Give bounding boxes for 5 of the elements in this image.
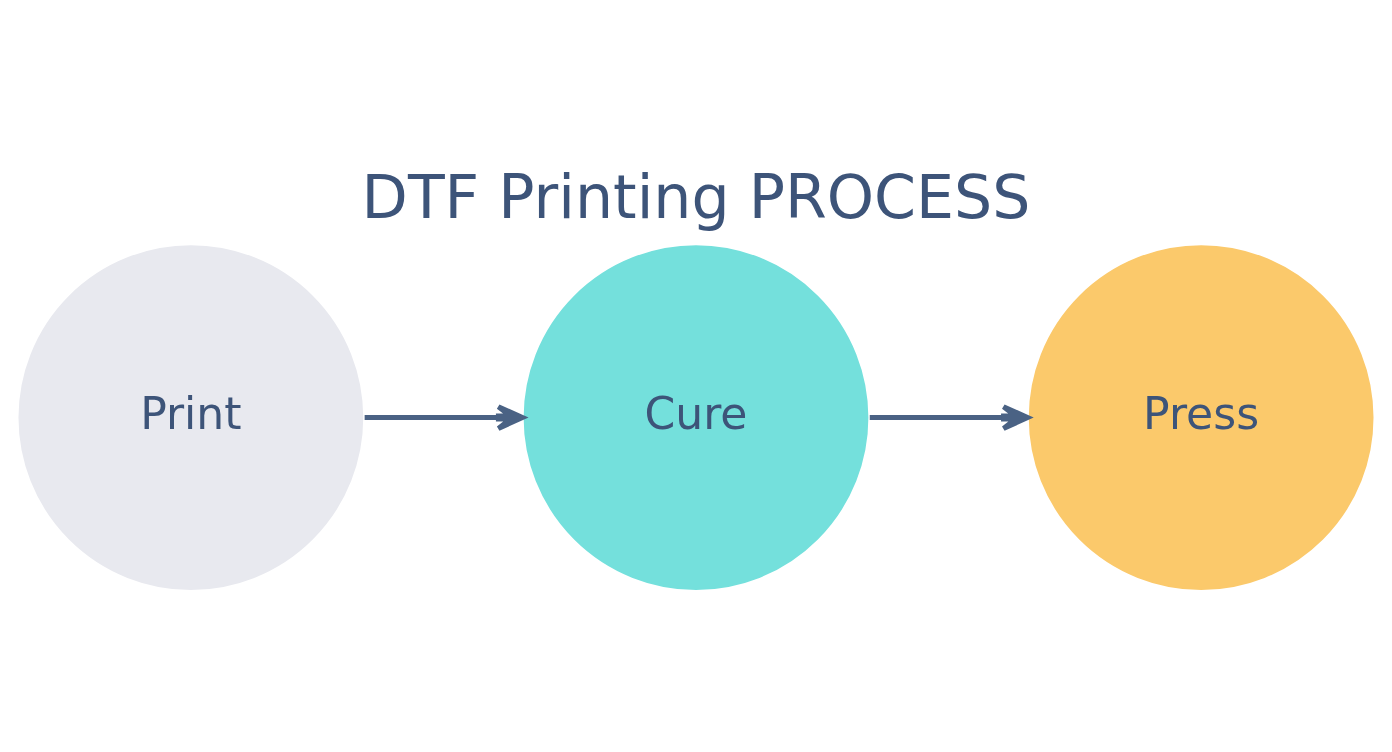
node-circle: Cure xyxy=(521,242,871,592)
diagram-title: DTF Printing PROCESS xyxy=(361,161,1031,232)
arrow xyxy=(869,403,1031,431)
node-circle: Print xyxy=(16,242,366,592)
node-circle: Press xyxy=(1026,242,1376,592)
